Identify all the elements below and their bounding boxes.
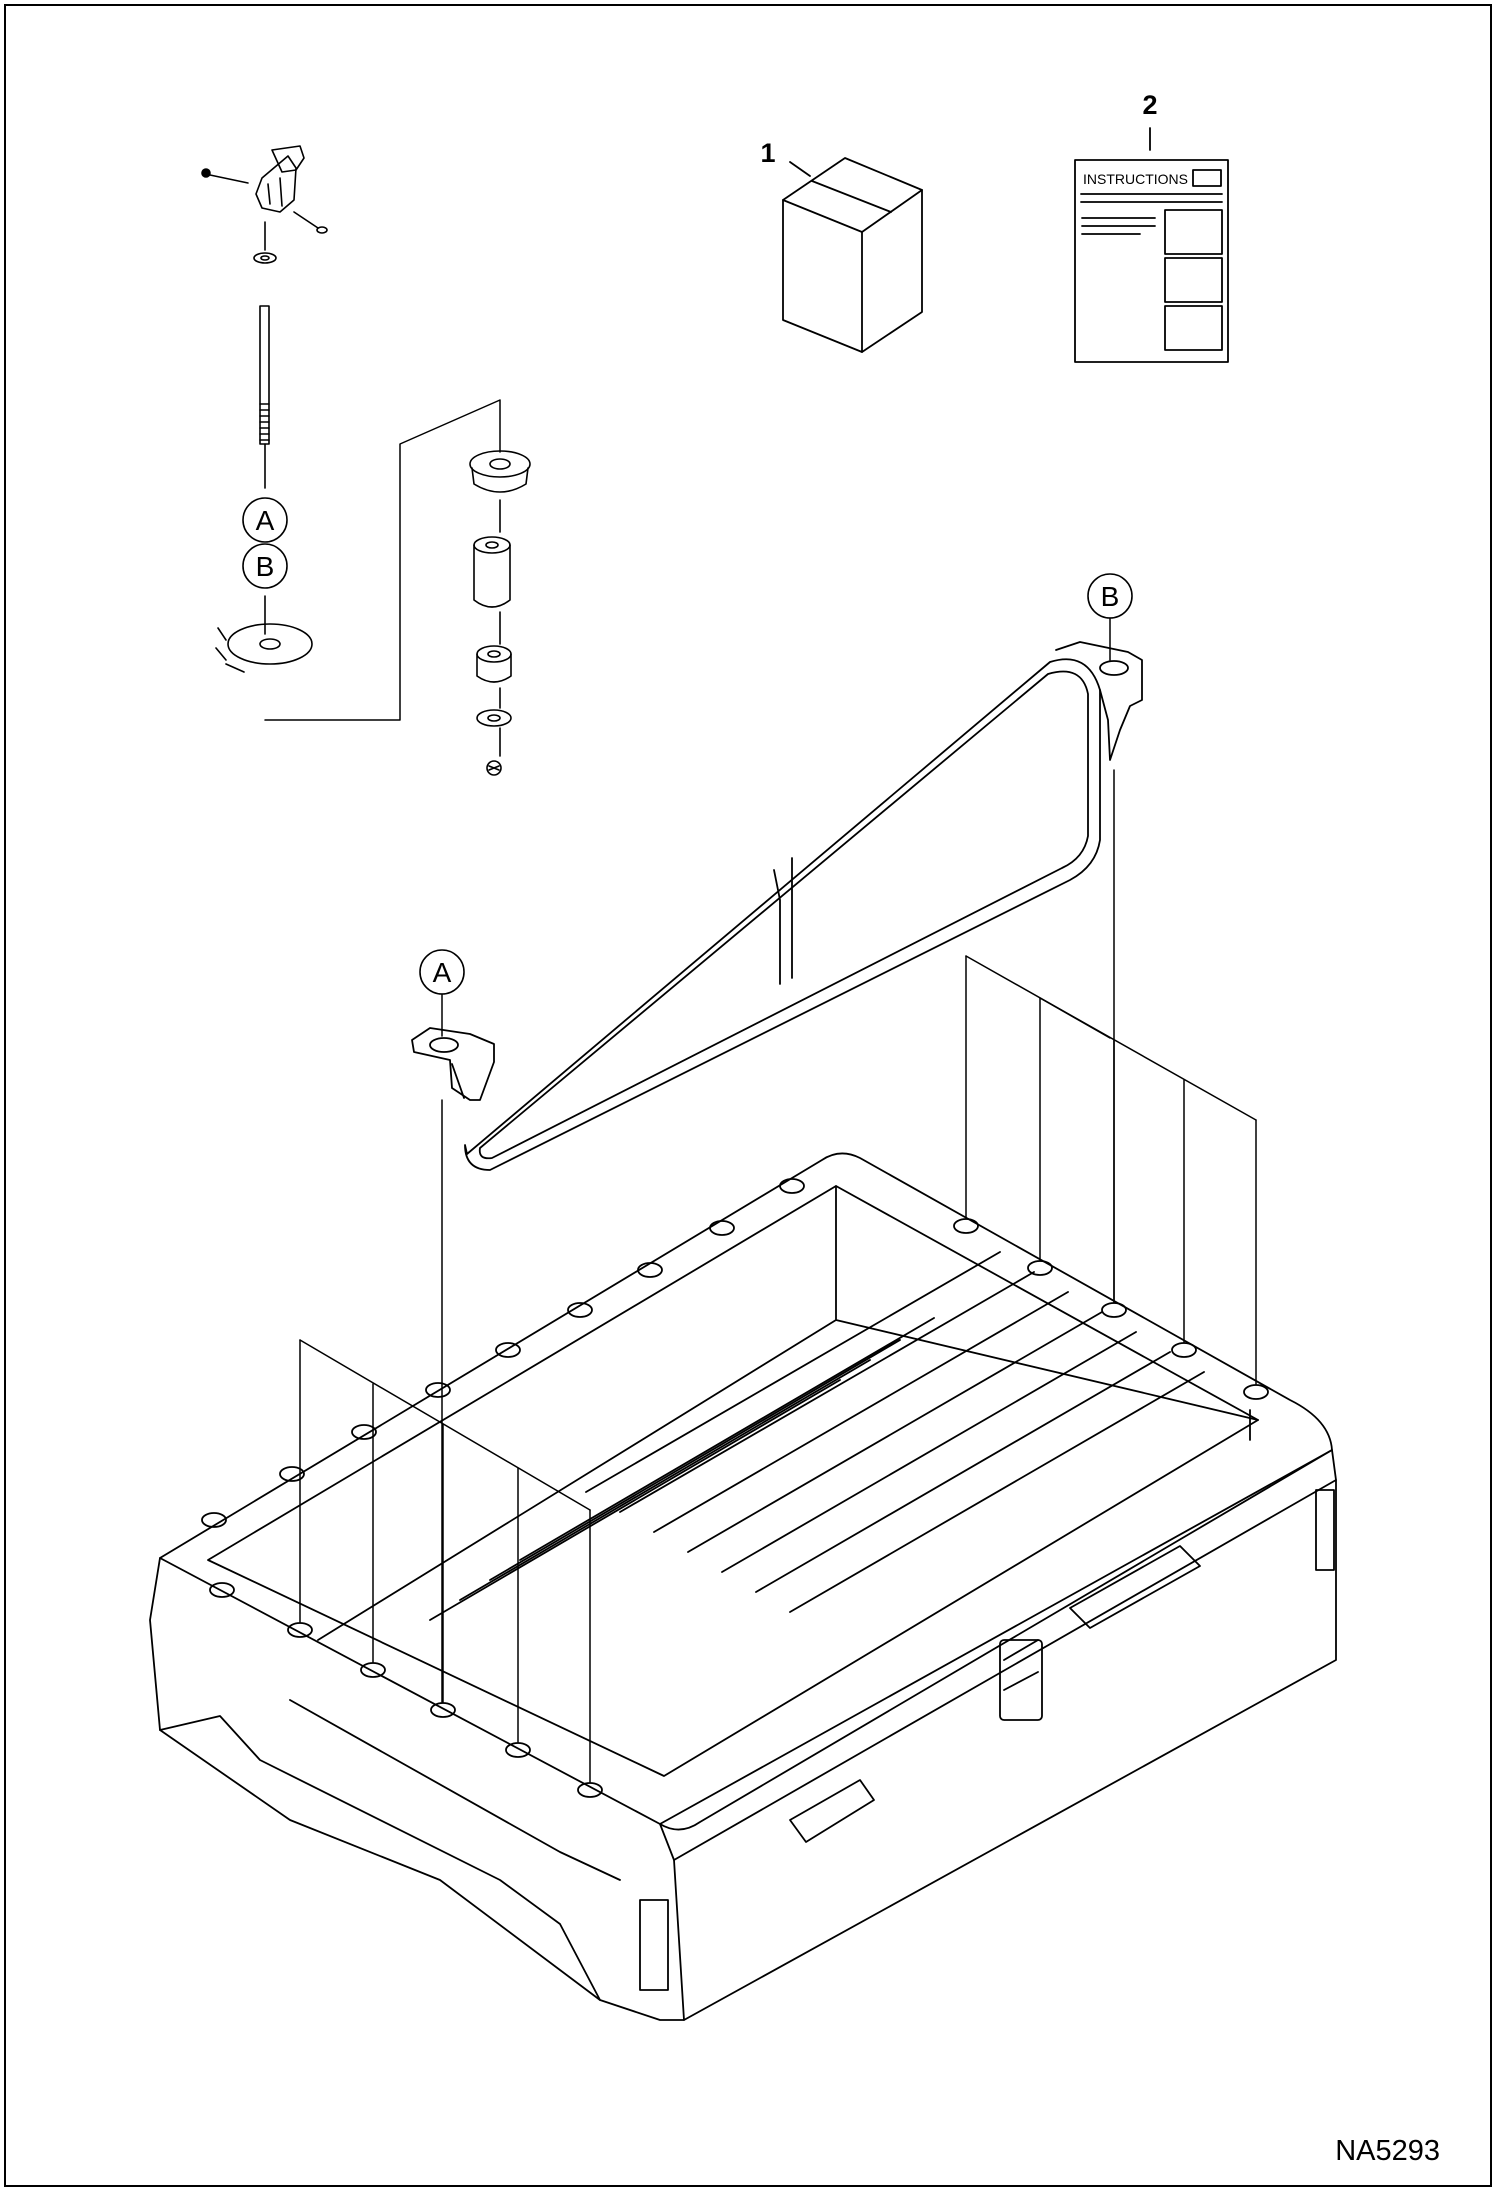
cargo-box <box>149 1152 1337 2021</box>
svg-text:A: A <box>256 505 275 536</box>
manual-title: INSTRUCTIONS <box>1083 171 1188 187</box>
diagram-frame <box>4 4 1492 2187</box>
isolator-stack <box>469 450 531 776</box>
ref-letter-b-upper: B <box>242 543 288 589</box>
svg-text:1: 1 <box>760 138 775 168</box>
svg-text:2: 2 <box>1142 90 1157 120</box>
svg-text:B: B <box>256 551 275 582</box>
callout-2: 2 <box>1142 90 1157 120</box>
grouping-bracket <box>264 399 501 721</box>
right-indicator-lines <box>965 769 1257 1385</box>
svg-text:A: A <box>433 957 452 988</box>
svg-text:B: B <box>1101 581 1120 612</box>
kit-box <box>782 157 923 353</box>
ref-letter-a-upper: A <box>242 497 288 543</box>
callout-1: 1 <box>760 138 775 168</box>
left-indicator-lines <box>299 1099 591 1783</box>
ref-letter-b-lower: B <box>1087 573 1133 661</box>
divider-panel <box>411 641 1143 1171</box>
ref-letter-a-lower: A <box>419 949 465 1037</box>
latch-assembly <box>201 145 328 673</box>
instruction-manual <box>1074 127 1229 363</box>
figure-id: NA5293 <box>1335 2135 1440 2167</box>
